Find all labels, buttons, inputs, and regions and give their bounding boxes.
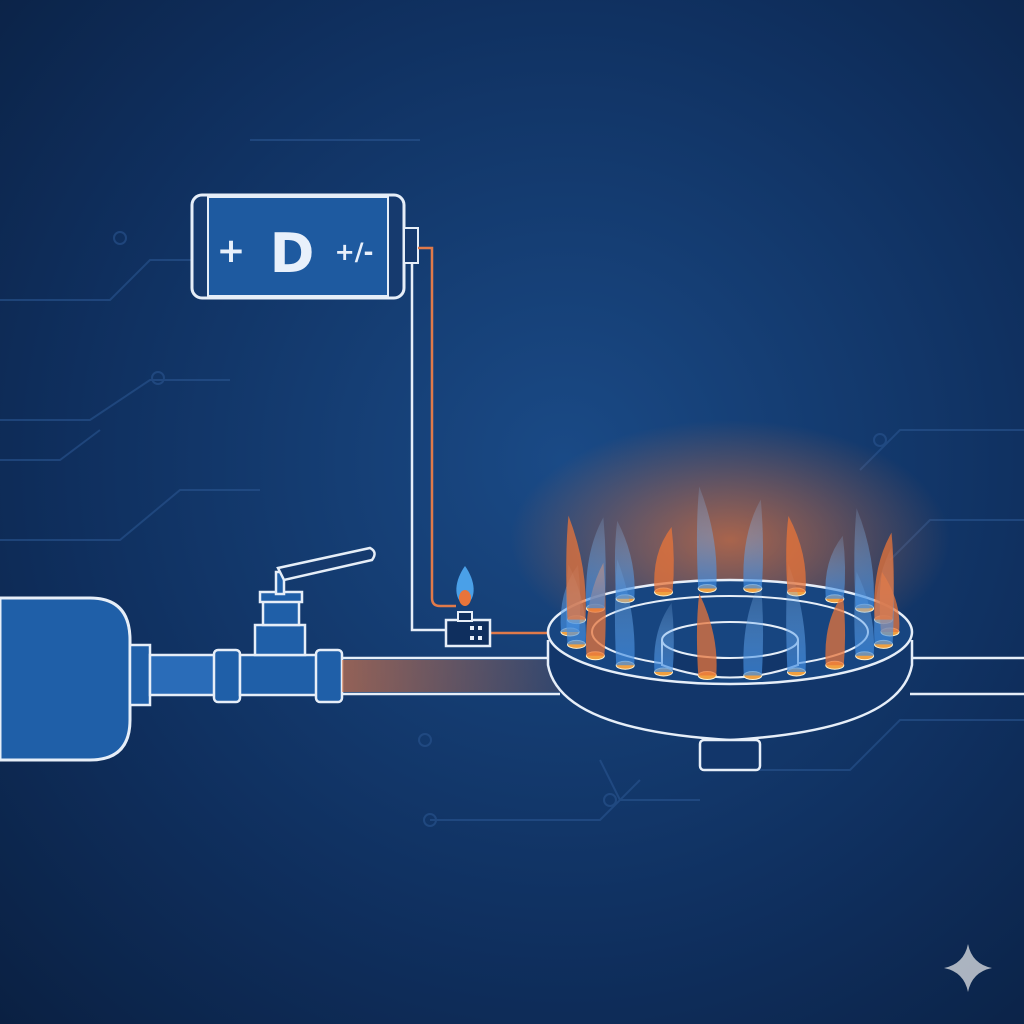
circuit-traces: [0, 139, 1024, 827]
igniter: [444, 566, 492, 648]
flame: [696, 486, 717, 589]
flame: [614, 520, 635, 599]
battery-polarity-symbol: +/-: [335, 238, 374, 266]
flame: [874, 532, 894, 620]
flame: [854, 508, 874, 609]
battery-plus-symbol: +: [217, 231, 246, 271]
flame: [586, 517, 606, 609]
battery: + D +/-: [190, 193, 419, 300]
flame: [654, 603, 674, 673]
valve-handle[interactable]: [276, 546, 376, 582]
gas-tank: [0, 596, 152, 762]
sparkle-icon: [944, 944, 992, 992]
flame: [654, 526, 674, 592]
flame: [566, 515, 586, 620]
gas-pipe: [148, 648, 1024, 704]
flame: [696, 593, 717, 676]
flame: [786, 515, 806, 592]
burner: [510, 420, 950, 772]
flames: [560, 486, 900, 676]
flame: [743, 499, 764, 589]
flame: [825, 535, 846, 599]
battery-letter: D: [270, 222, 315, 285]
wires: [410, 246, 548, 635]
flame: [743, 580, 764, 676]
valve[interactable]: [253, 546, 376, 657]
flame: [825, 594, 846, 666]
